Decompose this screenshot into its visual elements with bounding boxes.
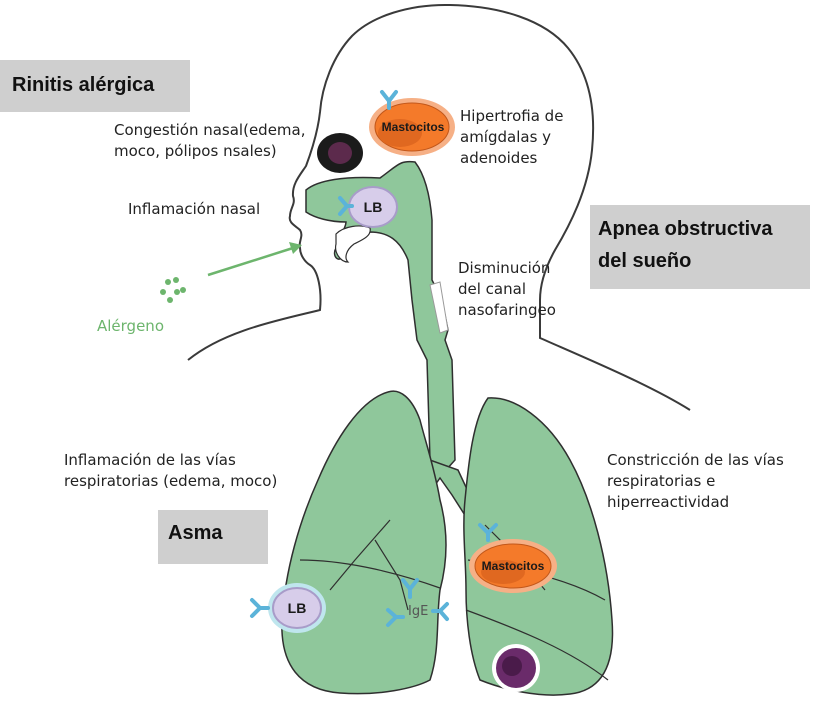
title-rinitis: Rinitis alérgica <box>0 60 190 112</box>
cell-label-lb-lung: LB <box>282 598 312 619</box>
cell-label-mastocitos-top: Mastocitos <box>372 119 454 135</box>
label-constriccion: Constricción de las vías respiratorias e… <box>607 450 817 513</box>
label-inflamacion-nasal: Inflamación nasal <box>128 199 328 220</box>
title-rinitis-text: Rinitis alérgica <box>0 60 190 97</box>
label-disminucion: Disminución del canal nasofaringeo <box>458 258 598 321</box>
antibody-icon <box>252 600 268 616</box>
cell-label-ige: IgE <box>408 601 448 622</box>
cell-label-lb-nasal: LB <box>358 197 388 218</box>
label-inflamacion-vias: Inflamación de las vías respiratorias (e… <box>64 450 334 492</box>
label-alergeno: Alérgeno <box>97 316 197 337</box>
left-lung <box>282 391 446 694</box>
label-congestion: Congestión nasal(edema, moco, pólipos ns… <box>114 120 374 162</box>
oral-cavity <box>336 226 371 262</box>
title-apnea: Apnea obstructiva del sueño <box>590 205 810 289</box>
title-asma: Asma <box>158 510 268 564</box>
allergen-particles <box>160 277 186 303</box>
cell-label-mastocitos-lung: Mastocitos <box>472 558 554 574</box>
label-hipertrofia: Hipertrofia de amígdalas y adenoides <box>460 106 610 169</box>
lung-cell-dark <box>492 644 540 692</box>
allergen-arrow <box>208 242 302 275</box>
title-asma-text: Asma <box>158 510 268 545</box>
title-apnea-text: Apnea obstructiva del sueño <box>590 205 810 277</box>
